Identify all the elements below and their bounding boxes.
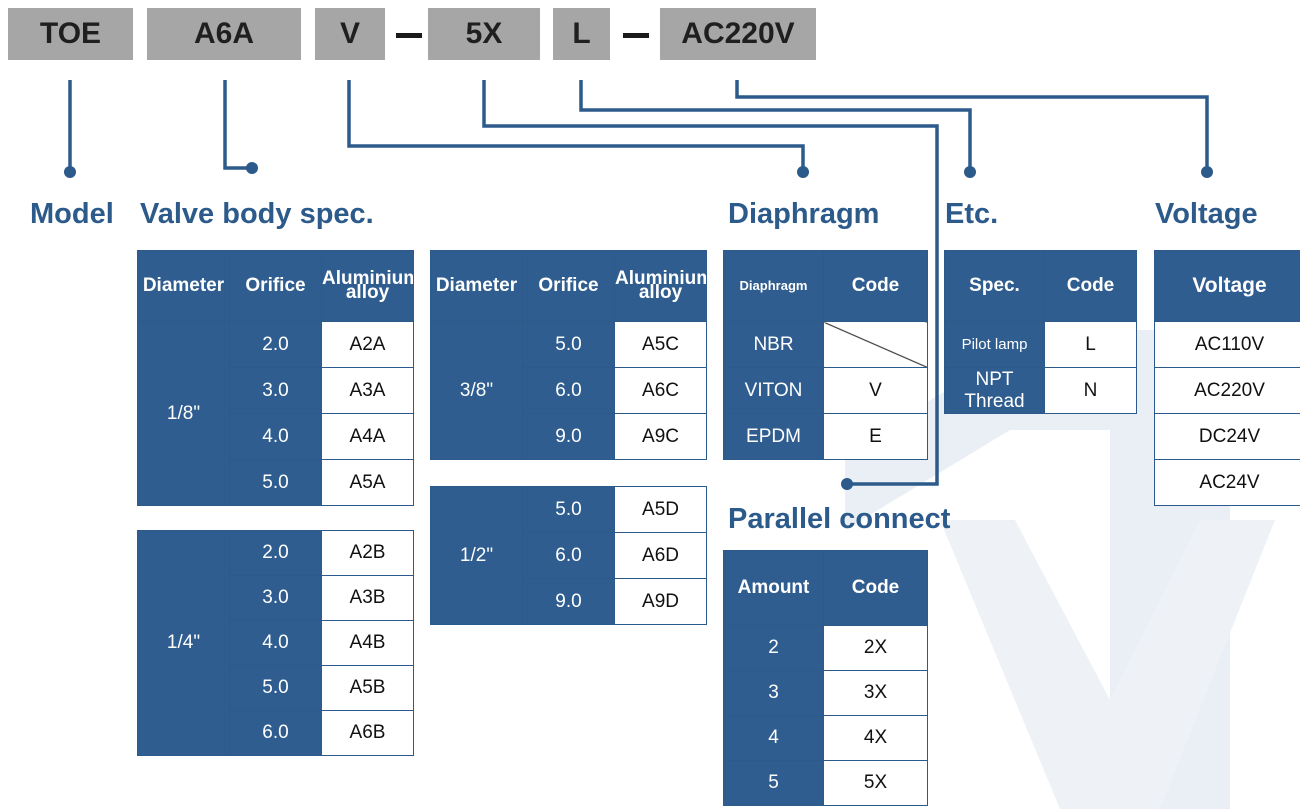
header-code: Code (1044, 250, 1137, 322)
header-amount: Amount (723, 550, 824, 626)
diaphragm-code-cell: V (823, 367, 928, 414)
orifice-cell: 2.0 (229, 321, 322, 368)
diaphragm-code-cell: E (823, 413, 928, 460)
code-part-diaphragm: V (315, 8, 385, 60)
code-separator (623, 33, 649, 38)
valve-body-table-1-4: 1/4" 2.0 A2B 3.0 A3B 4.0 A4B 5.0 A5B 6.0… (137, 530, 414, 756)
voltage-table: Voltage AC110V AC220V DC24V AC24V (1154, 250, 1300, 506)
diameter-cell: 1/8" (137, 321, 230, 506)
code-cell: A3B (321, 575, 414, 621)
orifice-cell: 6.0 (522, 532, 615, 579)
header-orifice: Orifice (522, 250, 615, 322)
orifice-cell: 6.0 (229, 710, 322, 756)
amount-cell: 2 (723, 625, 824, 671)
code-part-model: TOE (8, 8, 133, 60)
valve-body-table-3-8: Diameter Orifice Aluminium alloy 3/8" 5.… (430, 250, 707, 460)
header-voltage: Voltage (1154, 250, 1300, 322)
header-code: Code (823, 250, 928, 322)
header-material: Aluminium alloy (321, 250, 414, 322)
orifice-cell: 5.0 (229, 459, 322, 506)
heading-valve-body: Valve body spec. (140, 198, 374, 230)
code-part-body: A6A (147, 8, 301, 60)
etc-spec-cell: NPT Thread (944, 367, 1045, 414)
amount-cell: 3 (723, 670, 824, 716)
parallel-code-cell: 2X (823, 625, 928, 671)
etc-table: Spec. Code Pilot lamp L NPT Thread N (944, 250, 1137, 414)
header-diaphragm: Diaphragm (723, 250, 824, 322)
code-cell: A5D (614, 486, 707, 533)
voltage-cell: AC24V (1154, 459, 1300, 506)
parallel-code-cell: 4X (823, 715, 928, 761)
code-cell: A5B (321, 665, 414, 711)
orifice-cell: 5.0 (522, 486, 615, 533)
heading-etc: Etc. (945, 198, 999, 230)
diameter-cell: 3/8" (430, 321, 523, 460)
parallel-table: Amount Code 2 2X 3 3X 4 4X 5 5X (723, 550, 928, 806)
heading-voltage: Voltage (1155, 198, 1258, 230)
orifice-cell: 6.0 (522, 367, 615, 414)
diameter-cell: 1/2" (430, 486, 523, 625)
parallel-code-cell: 3X (823, 670, 928, 716)
heading-parallel: Parallel connect (728, 503, 951, 535)
code-part-voltage: AC220V (660, 8, 816, 60)
diaphragm-code-cell-none (823, 321, 928, 368)
orifice-cell: 9.0 (522, 578, 615, 625)
code-cell: A3A (321, 367, 414, 414)
code-cell: A6D (614, 532, 707, 579)
heading-model: Model (30, 198, 114, 230)
header-spec: Spec. (944, 250, 1045, 322)
code-cell: A6B (321, 710, 414, 756)
code-cell: A5C (614, 321, 707, 368)
code-part-etc: L (553, 8, 610, 60)
code-cell: A6C (614, 367, 707, 414)
diaphragm-name-cell: VITON (723, 367, 824, 414)
diaphragm-name-cell: EPDM (723, 413, 824, 460)
code-cell: A9C (614, 413, 707, 460)
code-part-parallel: 5X (428, 8, 540, 60)
etc-code-cell: N (1044, 367, 1137, 414)
orifice-cell: 3.0 (229, 367, 322, 414)
voltage-cell: AC110V (1154, 321, 1300, 368)
orifice-cell: 4.0 (229, 413, 322, 460)
code-separator (396, 33, 422, 38)
code-cell: A4B (321, 620, 414, 666)
code-cell: A5A (321, 459, 414, 506)
voltage-cell: DC24V (1154, 413, 1300, 460)
diaphragm-table: Diaphragm Code NBR VITON V EPDM E (723, 250, 928, 460)
orifice-cell: 5.0 (229, 665, 322, 711)
code-cell: A9D (614, 578, 707, 625)
diaphragm-name-cell: NBR (723, 321, 824, 368)
etc-code-cell: L (1044, 321, 1137, 368)
valve-body-table-1-8: Diameter Orifice Aluminium alloy 1/8" 2.… (137, 250, 414, 506)
header-orifice: Orifice (229, 250, 322, 322)
heading-diaphragm: Diaphragm (728, 198, 880, 230)
orifice-cell: 4.0 (229, 620, 322, 666)
code-cell: A2B (321, 530, 414, 576)
header-code: Code (823, 550, 928, 626)
orifice-cell: 2.0 (229, 530, 322, 576)
header-diameter: Diameter (137, 250, 230, 322)
orifice-cell: 9.0 (522, 413, 615, 460)
header-material: Aluminium alloy (614, 250, 707, 322)
parallel-code-cell: 5X (823, 760, 928, 806)
voltage-cell: AC220V (1154, 367, 1300, 414)
code-cell: A4A (321, 413, 414, 460)
diameter-cell: 1/4" (137, 530, 230, 756)
etc-spec-cell: Pilot lamp (944, 321, 1045, 368)
amount-cell: 4 (723, 715, 824, 761)
code-cell: A2A (321, 321, 414, 368)
header-diameter: Diameter (430, 250, 523, 322)
orifice-cell: 5.0 (522, 321, 615, 368)
valve-body-table-1-2: 1/2" 5.0 A5D 6.0 A6D 9.0 A9D (430, 486, 707, 625)
amount-cell: 5 (723, 760, 824, 806)
orifice-cell: 3.0 (229, 575, 322, 621)
